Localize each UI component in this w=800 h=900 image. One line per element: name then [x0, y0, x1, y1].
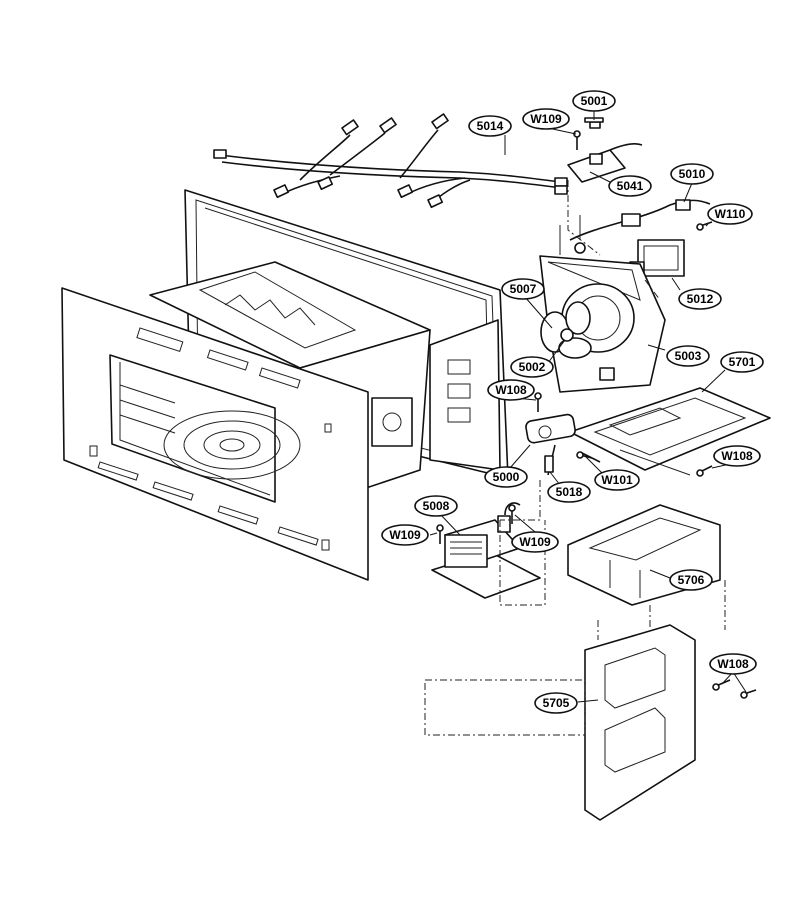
label-text: 5007	[510, 282, 537, 296]
pcb-5041	[567, 117, 643, 183]
label-5014: 5014	[468, 115, 512, 137]
screw-icon	[508, 504, 516, 524]
label-text: 5041	[617, 179, 644, 193]
label-w101: W101	[594, 469, 640, 491]
label-text: 5014	[477, 119, 504, 133]
label-w108-right: W108	[713, 445, 761, 467]
fan-motor	[629, 239, 685, 285]
base-plate-5701	[569, 387, 771, 476]
label-5041: 5041	[608, 175, 652, 197]
label-text: 5010	[679, 167, 706, 181]
label-text: 5000	[493, 470, 520, 484]
label-text: 5012	[687, 292, 714, 306]
panel-5705	[424, 624, 696, 821]
label-text: W110	[715, 207, 746, 221]
label-text: 5705	[543, 696, 570, 710]
label-text: W101	[601, 473, 633, 487]
label-w109-top: W109	[522, 108, 570, 130]
switch-assembly	[559, 199, 711, 255]
screw-icon	[712, 679, 731, 691]
screw-icon	[740, 689, 757, 699]
label-w108-mid: W108	[487, 379, 535, 401]
label-5003: 5003	[666, 345, 710, 367]
transformer	[431, 502, 541, 599]
label-5008: 5008	[414, 495, 458, 517]
screw-icon	[696, 221, 713, 231]
label-5007: 5007	[501, 278, 545, 300]
label-text: 5701	[729, 355, 756, 369]
label-text: W109	[519, 535, 551, 549]
label-text: 5002	[519, 360, 546, 374]
label-text: 5003	[675, 349, 702, 363]
front-plate	[61, 287, 369, 581]
label-text: 5001	[581, 94, 608, 108]
label-w108-bottom: W108	[709, 653, 757, 675]
label-w109-left: W109	[381, 524, 429, 546]
assembly-guides	[499, 180, 726, 640]
label-5000: 5000	[484, 466, 528, 488]
label-5012: 5012	[678, 288, 722, 310]
screw-icon	[696, 465, 713, 477]
label-text: W109	[389, 528, 421, 542]
label-5002: 5002	[510, 356, 554, 378]
label-text: 5008	[423, 499, 450, 513]
thermal-cutout	[525, 413, 601, 476]
label-w109-right: W109	[511, 531, 559, 553]
screw-icon	[534, 392, 542, 412]
label-text: W108	[495, 383, 527, 397]
label-text: 5018	[556, 485, 583, 499]
screw-icon	[573, 130, 581, 150]
label-text: 5706	[678, 573, 705, 587]
label-text: W108	[721, 449, 753, 463]
label-5701: 5701	[720, 351, 764, 373]
label-w110: W110	[707, 203, 753, 225]
label-5018: 5018	[547, 481, 591, 503]
screws	[436, 130, 757, 699]
label-5706: 5706	[669, 569, 713, 591]
label-5010: 5010	[670, 163, 714, 185]
label-5705: 5705	[534, 692, 578, 714]
label-text: W108	[717, 657, 749, 671]
label-5001: 5001	[572, 90, 616, 112]
label-text: W109	[530, 112, 562, 126]
fan-blade	[540, 301, 592, 359]
screw-icon	[436, 524, 444, 544]
wire-harness	[213, 113, 568, 209]
